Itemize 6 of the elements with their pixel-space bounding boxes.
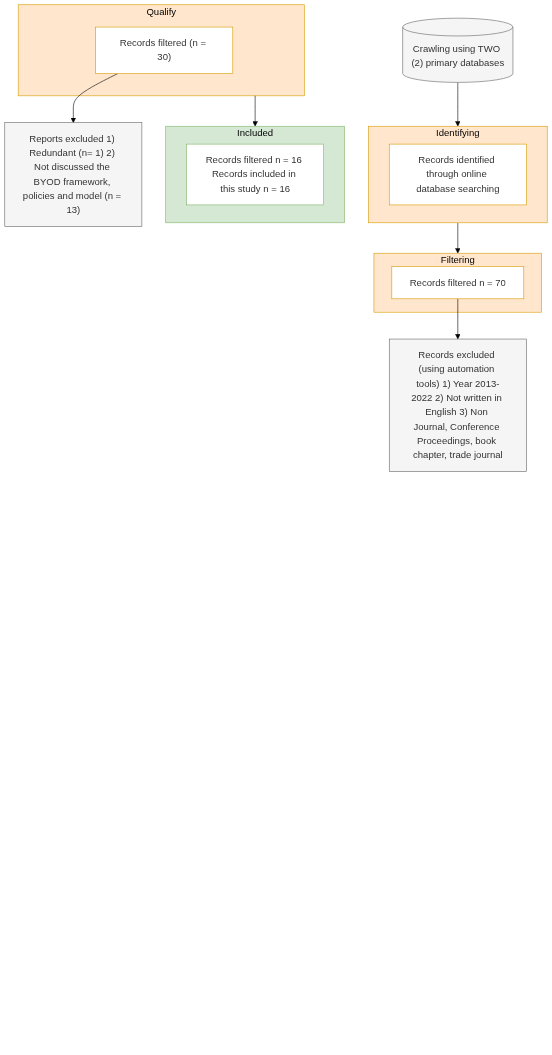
- node-box: Records excluded (using automation tools) 1) Year 2013-2022 2) Not written in English 3) Non Journal, Conference Proceedings, book chapter, trade journal: [388, 338, 527, 472]
- node-box: Records filtered n = 70: [391, 266, 525, 300]
- node-box: Records filtered n = 16 Records included in this study n = 16: [186, 143, 324, 206]
- node-box: Records identified through online database searching: [388, 143, 527, 206]
- node-box: Reports excluded 1) Redundant (n= 1) 2) Not discussed the BYOD framework, policies and model (n = 13): [4, 122, 143, 227]
- node-box: Records filtered (n = 30): [95, 26, 234, 74]
